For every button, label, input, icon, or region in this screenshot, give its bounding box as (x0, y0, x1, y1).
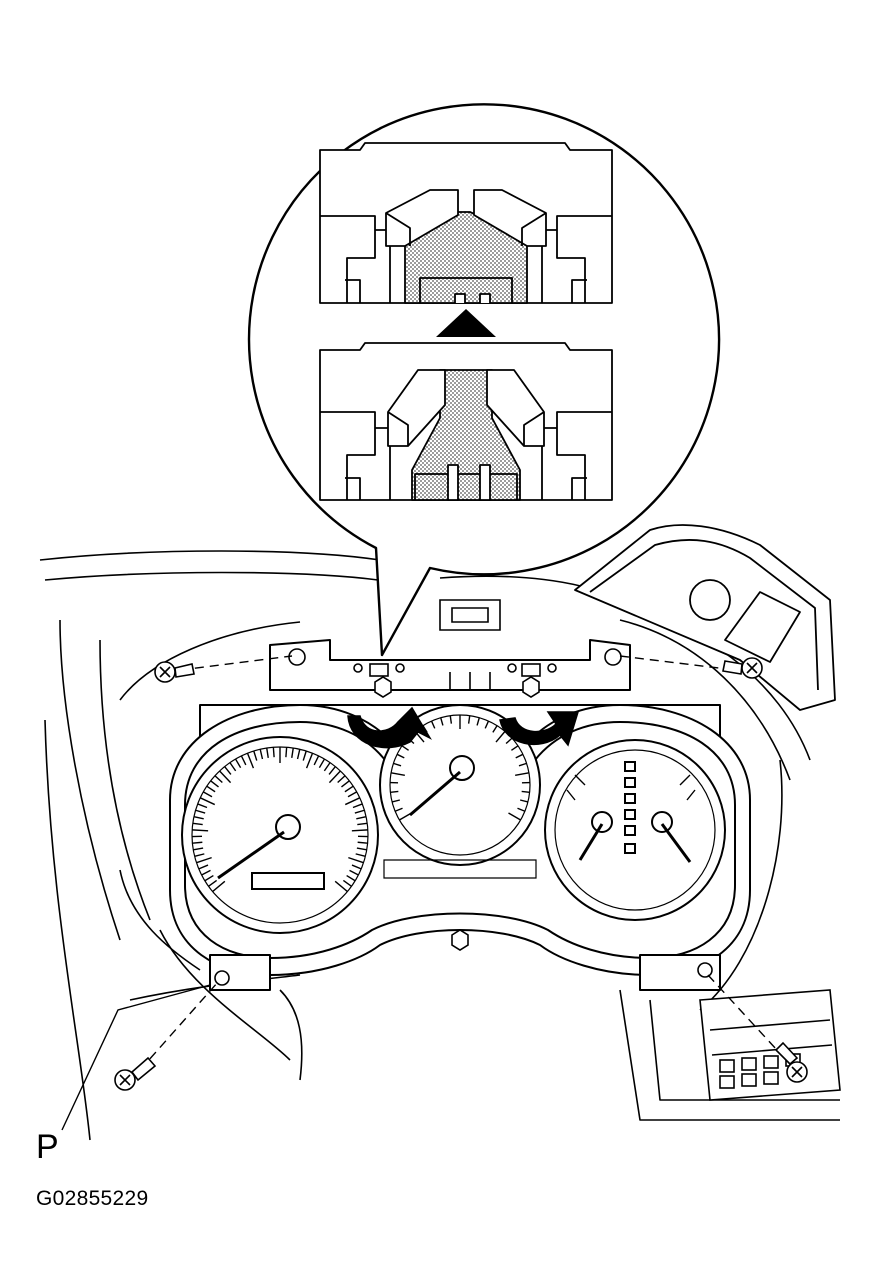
gauge-tick (197, 803, 208, 809)
gauge-tick (346, 874, 356, 882)
gauge-tick (212, 880, 226, 893)
callout-label-p: P (36, 1128, 59, 1166)
gauge-tick (393, 762, 402, 767)
gauge-tick (224, 766, 232, 775)
gauge-tick (323, 762, 331, 772)
gauge-tick (192, 841, 203, 844)
center-gauge (379, 704, 541, 879)
gauge-tick (341, 780, 350, 788)
gauge-tick (199, 797, 216, 806)
gauge-tick (394, 807, 403, 812)
gauge-tick (296, 749, 301, 760)
gauge-tick (521, 790, 530, 794)
gauge-tick (219, 770, 232, 784)
vent-panel (574, 524, 836, 711)
gauge-tick (495, 730, 506, 743)
gauge-tick (318, 758, 326, 769)
gauge-tick (334, 880, 348, 893)
gauge-tick (519, 799, 529, 803)
speedometer-gauge (181, 736, 379, 934)
gauge-tick (240, 755, 247, 766)
detail-claw-released (319, 342, 613, 501)
gauge-tick (206, 785, 216, 793)
gauge-tick (515, 753, 524, 759)
gauge-tick (337, 775, 346, 783)
gauge-tick (328, 770, 341, 784)
gauge-tick (467, 715, 471, 724)
gauge-tick (202, 791, 213, 798)
gauge-tick (390, 772, 405, 776)
gauge-tick (356, 847, 367, 851)
gauge-tick (229, 762, 237, 772)
fuel-temp-gauge (544, 739, 726, 921)
gauge-tick (198, 864, 209, 870)
gauge-tick (349, 869, 359, 876)
gauge-tick (272, 747, 275, 758)
gauge-tick (354, 809, 365, 814)
figure-code: G02855229 (36, 1187, 149, 1210)
gauge-tick (234, 758, 242, 769)
gauge-tick (193, 847, 204, 851)
gauge-tick (347, 791, 358, 798)
gauge-tick (246, 752, 255, 769)
gauge-tick (204, 874, 214, 882)
gauge-tick (193, 816, 204, 820)
callout-p-leader (61, 984, 211, 1131)
gauge-tick (511, 745, 519, 751)
bracket-details (214, 599, 713, 986)
connector-block (699, 989, 841, 1101)
detail-claw-engaged (319, 142, 613, 304)
gauge-tick (517, 807, 526, 812)
gauge-tick (518, 762, 527, 767)
claw-release-arrows (347, 706, 580, 749)
gauge-tick (390, 790, 399, 794)
gauge-tick (356, 816, 367, 820)
gauge-tick (344, 797, 361, 806)
gauge-tick (305, 752, 314, 769)
gauge-tick (430, 720, 436, 729)
gauge-tick (357, 841, 368, 844)
gauge-tick (396, 753, 405, 759)
gauge-tick (194, 853, 205, 857)
gauge-tick (285, 747, 288, 758)
gauge-tick (259, 749, 264, 760)
gauge-tick (357, 822, 368, 826)
direction-arrow-icon (436, 309, 496, 337)
gauge-tick (201, 869, 211, 876)
gauge-tick (351, 829, 368, 832)
gauge-tick (342, 879, 352, 887)
screw-icon (114, 657, 808, 1091)
screw-leader-lines (139, 655, 789, 1071)
gauge-tick (208, 879, 218, 887)
gauge-tick (484, 720, 490, 729)
gauge-tick (440, 717, 444, 726)
gauge-tick (328, 766, 336, 775)
gauge-tick (508, 812, 521, 821)
gauge-tick (351, 864, 362, 870)
gauge-tick (515, 772, 530, 776)
gauge-tick (391, 799, 401, 803)
gauge-tick (352, 803, 363, 809)
gauge-tick (476, 717, 480, 726)
gauge-tick (214, 775, 223, 783)
gauge-tick (348, 856, 364, 864)
gauge-tick (492, 725, 498, 733)
gauge-tick (192, 829, 209, 832)
gauge-tick (291, 747, 294, 758)
gauge-tick (344, 785, 354, 793)
gauge-tick (266, 747, 269, 758)
gauge-tick (196, 856, 212, 864)
gauge-tick (253, 750, 258, 761)
gauge-tick (355, 853, 366, 857)
gauge-tick (192, 822, 203, 826)
gauge-tick (302, 750, 307, 761)
gauge-tick (401, 745, 409, 751)
gauge-tick (449, 715, 453, 724)
gauge-tick (195, 809, 206, 814)
gauge-tick (210, 780, 219, 788)
gauge-tick (313, 755, 320, 766)
gauge-tick (505, 737, 513, 745)
